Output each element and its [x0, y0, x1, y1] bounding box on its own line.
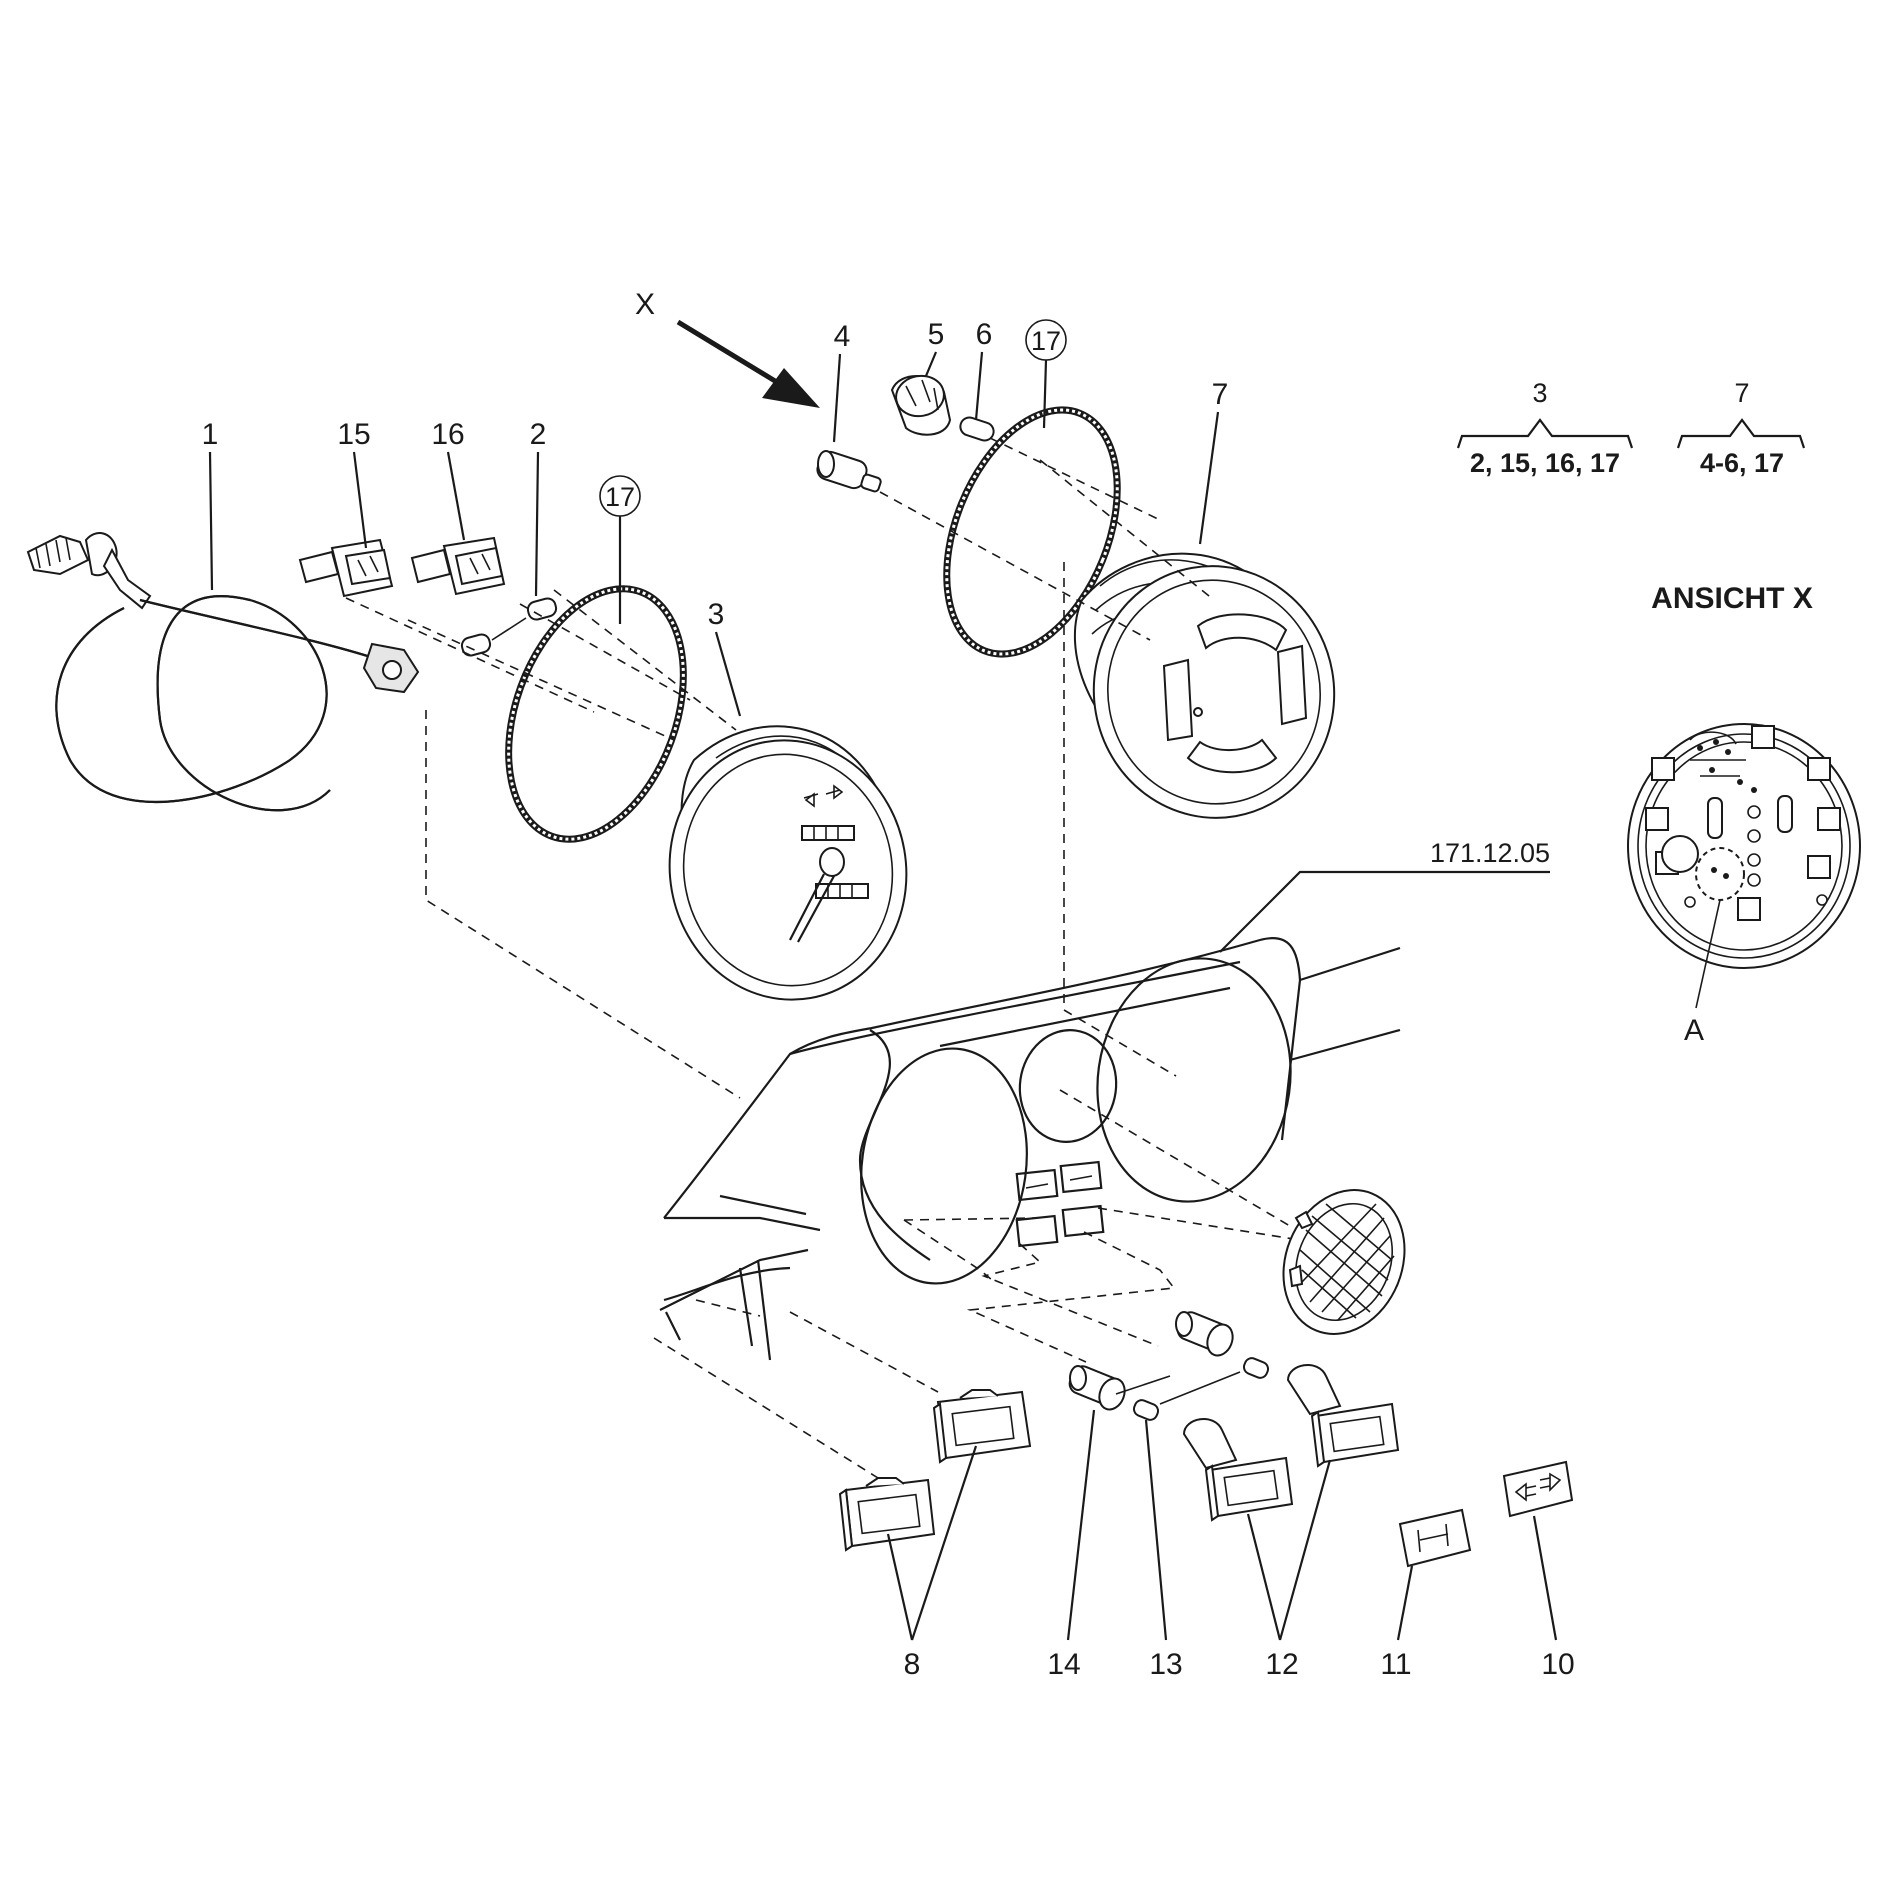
dashboard-outline [659, 937, 1401, 1361]
assembly-brace [1456, 418, 1634, 449]
callout-14: 14 [1047, 1648, 1080, 1681]
view-detail-label: A [1684, 1014, 1704, 1047]
seal-ring-17-right [943, 406, 1121, 658]
callout-17-circle [1025, 319, 1067, 361]
callout-7: 7 [1212, 378, 1229, 411]
callout-17-right: 17 [1031, 326, 1061, 356]
bulb-socket-14 [1068, 1365, 1126, 1411]
symbol-plate-10 [1502, 1460, 1574, 1518]
assembly-legend-7: 7 4-6, 17 [1676, 378, 1806, 478]
callout-5: 5 [928, 318, 945, 351]
reference-number: 171.12.05 [1430, 838, 1550, 868]
callout-8: 8 [904, 1648, 921, 1681]
bulb-socket-14-b [1175, 1311, 1234, 1357]
view-x-panel: ANSICHT X A [1627, 582, 1861, 1047]
speedometer-cable [26, 532, 420, 812]
assembly-parent-label: 3 [1532, 378, 1547, 408]
assembly-legend-3: 3 2, 15, 16, 17 [1456, 378, 1634, 478]
callout-numbers: 1 15 16 2 17 3 4 5 6 17 7 8 14 13 12 11 … [202, 318, 1575, 1681]
combination-gauge [1073, 552, 1336, 819]
view-x-arrow: X [635, 288, 820, 408]
speedometer-gauge [668, 725, 908, 1001]
callout-17-circle [599, 475, 641, 517]
callout-16: 16 [431, 418, 464, 451]
part-6-bulb [959, 416, 995, 442]
callout-15: 15 [337, 418, 370, 451]
bulb-13 [1115, 1357, 1270, 1421]
assembly-children-label: 4-6, 17 [1700, 448, 1784, 478]
part-5-bulb-holder [890, 374, 952, 436]
bulb-holder-15 [298, 538, 394, 598]
switch-12-right [1286, 1363, 1400, 1468]
callout-leaders [208, 351, 1558, 1641]
switch-12-left [1182, 1417, 1294, 1522]
bulb-2 [460, 597, 558, 657]
assembly-parent-label: 7 [1734, 378, 1749, 408]
view-title: ANSICHT X [1651, 582, 1813, 615]
callout-12: 12 [1265, 1648, 1298, 1681]
callout-10: 10 [1541, 1648, 1574, 1681]
bulb-holder-16 [410, 536, 506, 596]
reference-leader: 171.12.05 [1219, 838, 1550, 953]
callout-1: 1 [202, 418, 219, 451]
seal-ring-17-left [505, 585, 687, 843]
switch-8-lower [838, 1477, 936, 1552]
switch-8-upper [932, 1389, 1032, 1464]
assembly-brace [1676, 418, 1806, 449]
assembly-children-label: 2, 15, 16, 17 [1470, 448, 1620, 478]
assembly-lines-upper [345, 437, 1215, 1099]
part-4-bulb-socket [816, 450, 882, 493]
callout-3: 3 [708, 598, 725, 631]
callout-13: 13 [1149, 1648, 1182, 1681]
assembly-lines-lower [653, 1089, 1301, 1479]
view-arrow-label: X [635, 288, 655, 321]
callout-4: 4 [834, 320, 851, 353]
callout-17-left: 17 [605, 482, 635, 512]
callout-11: 11 [1380, 1648, 1411, 1681]
speaker-grille [1282, 1189, 1406, 1335]
callout-2: 2 [530, 418, 547, 451]
symbol-plate-11 [1398, 1508, 1472, 1568]
callout-6: 6 [976, 318, 993, 351]
